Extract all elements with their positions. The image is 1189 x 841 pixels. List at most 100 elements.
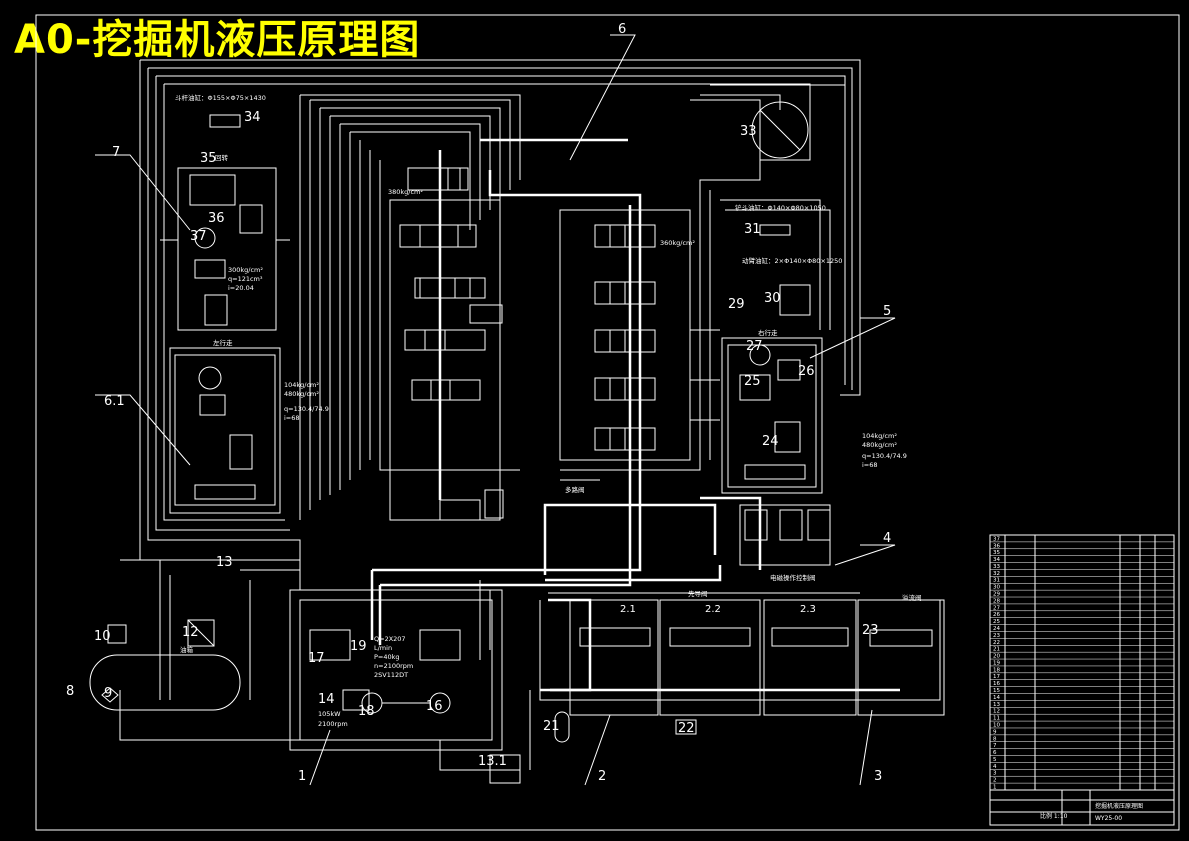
component-27: 27 <box>746 339 763 354</box>
parts-table-row-number: 25 <box>993 619 1000 625</box>
callout-2: 2 <box>598 769 606 784</box>
parts-table-row-number: 31 <box>993 578 1000 584</box>
component-14: 14 <box>318 692 335 707</box>
parts-table-row-number: 2 <box>993 778 997 784</box>
pump-spec-4: n=2100rpm <box>374 662 413 670</box>
pump-spec-2: L/min <box>374 644 392 652</box>
component-9: 9 <box>104 686 112 701</box>
bucket2-cylinder-spec: 铲斗油缸：Φ140×Φ80×1050 <box>735 203 826 212</box>
label-pilot-group: 电磁操作控制阀 <box>770 573 816 582</box>
parts-table-row-number: 23 <box>993 633 1000 639</box>
pump-spec-1: Q=2X207 <box>374 635 406 643</box>
parts-table-row-number: 4 <box>993 764 997 770</box>
drawing-border <box>35 14 1180 831</box>
right-travel-spec-3: q=130.4/74.9 <box>862 452 907 460</box>
label-group-2-2: 2.2 <box>705 604 721 615</box>
label-valve: 多路阀 <box>565 485 585 494</box>
pilot-valve-groups <box>569 504 945 716</box>
component-33: 33 <box>740 124 757 139</box>
label-group-2-3: 2.3 <box>800 604 816 615</box>
parts-table-row-number: 5 <box>993 757 997 763</box>
bucket-cylinder-spec: 斗杆油缸：Φ155×Φ75×1430 <box>175 93 266 102</box>
component-23: 23 <box>862 623 879 638</box>
parts-table-row-number: 15 <box>993 688 1000 694</box>
parts-table-row-number: 24 <box>993 626 1000 632</box>
accessories <box>209 101 811 743</box>
pressure-lines <box>370 138 900 692</box>
label-swing: 回转 <box>215 153 229 162</box>
parts-table-row-number: 20 <box>993 654 1000 660</box>
swing-motor-module <box>160 167 290 331</box>
component-35: 35 <box>200 151 217 166</box>
callout-4: 4 <box>883 531 891 546</box>
engine-spec-1: 105kW <box>318 710 341 718</box>
right-travel-spec-4: i=68 <box>862 461 878 469</box>
callout-6: 6 <box>618 22 626 37</box>
parts-table-row-number: 6 <box>993 750 997 756</box>
motor-spec-3: i=20.04 <box>228 284 254 292</box>
parts-table-row-number: 8 <box>993 736 997 742</box>
component-18: 18 <box>358 704 375 719</box>
parts-table-row-number: 22 <box>993 640 1000 646</box>
leader-lines <box>95 34 896 786</box>
parts-table-row-number: 37 <box>993 536 1000 542</box>
pump-spec-3: P=40kg <box>374 653 400 661</box>
parts-table-row-number: 32 <box>993 571 1000 577</box>
drawing-title: A0-挖掘机液压原理图 <box>14 17 421 63</box>
component-34: 34 <box>244 110 261 125</box>
engine-spec-2: 2100rpm <box>318 720 348 728</box>
label-right-motor: 右行走 <box>758 328 778 337</box>
component-26: 26 <box>798 364 815 379</box>
callout-7: 7 <box>112 145 120 160</box>
label-left-motor: 左行走 <box>213 338 233 347</box>
parts-table-footer-text: 挖掘机液压原理图 <box>1095 802 1143 810</box>
right-travel-spec-1: 104kg/cm² <box>862 432 897 440</box>
parts-table-row-number: 29 <box>993 592 1000 598</box>
main-hydraulic-lines <box>119 59 941 771</box>
component-10: 10 <box>94 629 111 644</box>
right-travel-module <box>721 337 823 494</box>
pump-spec-5: 2SV112DT <box>374 671 408 679</box>
parts-table-row-number: 10 <box>993 722 1000 728</box>
parts-table-row-number: 7 <box>993 743 997 749</box>
parts-table-footer-text: 比例 1:10 <box>1040 812 1068 820</box>
label-group-2-1: 2.1 <box>620 604 636 615</box>
parts-table-row-number: 9 <box>993 729 997 735</box>
left-travel-module <box>169 347 281 514</box>
parts-table-row-number: 30 <box>993 585 1000 591</box>
parts-table-row-number: 18 <box>993 667 1000 673</box>
component-24: 24 <box>762 434 779 449</box>
pump-group <box>289 589 521 784</box>
parts-table-row-number: 21 <box>993 647 1000 653</box>
component-8: 8 <box>66 684 74 699</box>
parts-table-row-number: 13 <box>993 702 1000 708</box>
parts-table-footer-text: WY25-00 <box>1095 815 1122 822</box>
parts-table-row-number: 19 <box>993 660 1000 666</box>
left-travel-spec-2: 480kg/cm² <box>284 390 319 398</box>
label-pressure-360: 360kg/cm² <box>660 239 695 247</box>
parts-table <box>989 534 1175 826</box>
callout-1: 1 <box>298 769 306 784</box>
boom-cylinder-spec: 动臂油缸：2×Φ140×Φ80×1250 <box>742 256 842 265</box>
hydraulic-tank <box>89 619 241 711</box>
label-pressure-380: 380kg/cm² <box>388 188 423 196</box>
label-pilot-valve: 先导阀 <box>688 589 708 598</box>
parts-table-row-number: 28 <box>993 598 1000 604</box>
component-13: 13 <box>216 555 233 570</box>
parts-table-row-number: 35 <box>993 550 1000 556</box>
parts-table-row-number: 14 <box>993 695 1000 701</box>
control-valve-block <box>389 167 691 521</box>
component-16: 16 <box>426 699 443 714</box>
parts-table-row-number: 11 <box>993 716 1000 722</box>
callout-5: 5 <box>883 304 891 319</box>
component-37: 37 <box>190 229 207 244</box>
left-travel-spec-4: i=68 <box>284 414 300 422</box>
motor-spec-1: 300kg/cm² <box>228 266 263 274</box>
component-25: 25 <box>744 374 761 389</box>
motor-spec-2: q=121cm³ <box>228 275 263 283</box>
component-29: 29 <box>728 297 745 312</box>
component-31: 31 <box>744 222 761 237</box>
right-travel-spec-2: 480kg/cm² <box>862 441 897 449</box>
parts-table-row-number: 3 <box>993 771 997 777</box>
